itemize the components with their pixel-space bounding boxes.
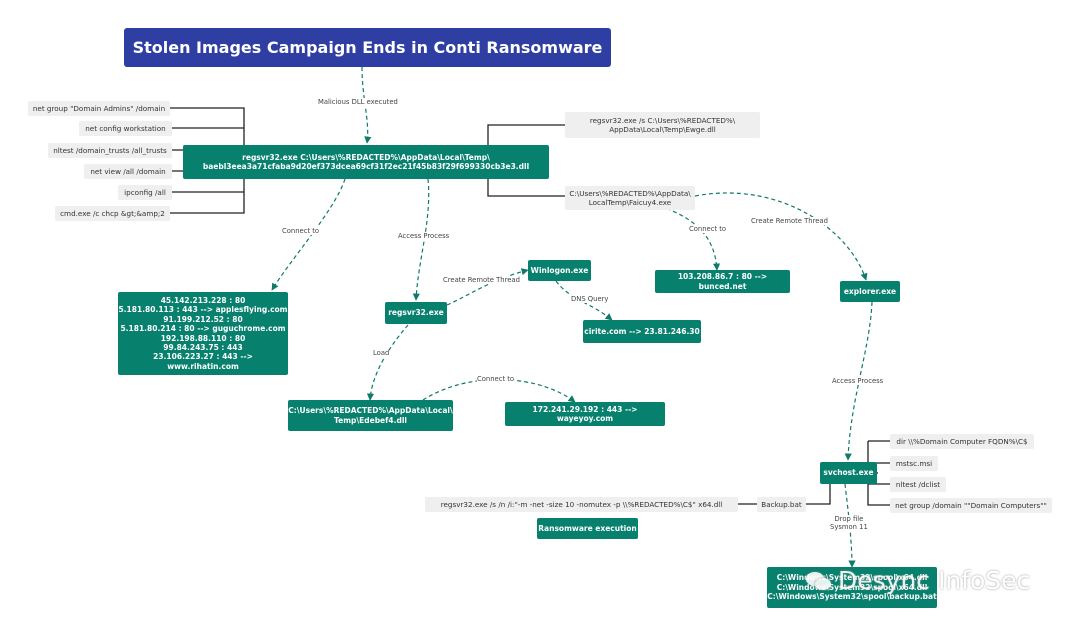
svchost-cmd-nltest-dclist: nltest /dclist bbox=[890, 477, 946, 492]
svchost-cmd-net-group: net group /domain ""Domain Computers"" bbox=[890, 498, 1052, 513]
edge-regsvr-edebef bbox=[366, 324, 409, 401]
watermark: Desync InfoSec bbox=[806, 566, 1030, 595]
node-cirite: cirite.com --> 23.81.246.30 bbox=[583, 320, 701, 343]
wechat-icon bbox=[806, 570, 832, 592]
label-create-remote-thread-1: Create Remote Thread bbox=[443, 276, 520, 285]
recon-cmd-ipconfig: ipconfig /all bbox=[118, 185, 172, 200]
edge-faicuy-bunced bbox=[659, 205, 721, 271]
node-regsvr-final: regsvr32.exe /s /n /i:"-m -net -size 10 … bbox=[425, 497, 738, 512]
label-drop-file: Drop file Sysmon 11 bbox=[830, 515, 868, 532]
node-regsvr-ewge: regsvr32.exe /s C:\Users\%REDACTED%\ App… bbox=[565, 112, 760, 138]
edge-svchost-drop bbox=[844, 483, 856, 568]
node-wayeyoy: 172.241.29.192 : 443 --> wayeyoy.com bbox=[505, 402, 665, 426]
node-faicuy: C:\Users\%REDACTED%\AppData\ LocalTemp\F… bbox=[565, 186, 695, 210]
edge-regsvr-winlogon bbox=[446, 268, 529, 306]
label-connect-to-ips: Connect to bbox=[282, 227, 320, 236]
label-access-process-1: Access Process bbox=[398, 232, 450, 241]
node-main-regsvr32: regsvr32.exe C:\Users\%REDACTED%\AppData… bbox=[183, 145, 549, 179]
label-connect-to-wayeyoy: Connect to bbox=[477, 375, 515, 384]
node-regsvr32-child: regsvr32.exe bbox=[385, 302, 447, 324]
node-edebef: C:\Users\%REDACTED%\AppData\Local\ Temp\… bbox=[288, 400, 453, 431]
label-load: Load bbox=[373, 349, 390, 358]
watermark-text: Desync InfoSec bbox=[838, 566, 1031, 595]
label-malicious-dll: Malicious DLL executed bbox=[318, 98, 398, 107]
node-svchost: svchost.exe bbox=[820, 462, 877, 484]
label-connect-to-bunced: Connect to bbox=[689, 225, 727, 234]
recon-cmd-nltest-trusts: nltest /domain_trusts /all_trusts bbox=[48, 143, 172, 158]
recon-cmd-net-group-domain-admins: net group "Domain Admins" /domain bbox=[28, 101, 170, 116]
recon-cmd-net-config: net config workstation bbox=[79, 121, 172, 136]
svchost-cmd-dir: dir \\%Domain Computer FQDN%\C$ bbox=[890, 434, 1034, 449]
node-explorer: explorer.exe bbox=[840, 281, 900, 302]
recon-cmd-net-view: net view /all /domain bbox=[84, 164, 172, 179]
node-dropped-files: C:\Windows\System32\spool\x64.dll C:\Win… bbox=[767, 567, 937, 608]
svchost-cmd-mstsc: mstsc.msi bbox=[890, 456, 938, 471]
node-ransomware-execution: Ransomware execution bbox=[537, 518, 638, 539]
node-winlogon: Winlogon.exe bbox=[528, 260, 591, 281]
node-backup-bat: Backup.bat bbox=[757, 497, 806, 512]
recon-cmd-chcp: cmd.exe /c chcp &gt;&amp;2 bbox=[55, 206, 170, 221]
edge-faicuy-explorer bbox=[694, 192, 868, 281]
page-title: Stolen Images Campaign Ends in Conti Ran… bbox=[124, 28, 611, 67]
label-create-remote-thread-2: Create Remote Thread bbox=[751, 217, 828, 226]
node-ip-list: 45.142.213.228 : 80 5.181.80.113 : 443 -… bbox=[118, 292, 288, 375]
label-access-process-2: Access Process bbox=[832, 377, 884, 386]
edge-main-regsvr bbox=[412, 178, 430, 301]
edge-title-main bbox=[361, 66, 372, 144]
node-bunced: 103.208.86.7 : 80 --> bunced.net bbox=[655, 270, 790, 293]
label-dns-query: DNS Query bbox=[571, 295, 609, 304]
edge-explorer-svchost bbox=[844, 301, 873, 461]
